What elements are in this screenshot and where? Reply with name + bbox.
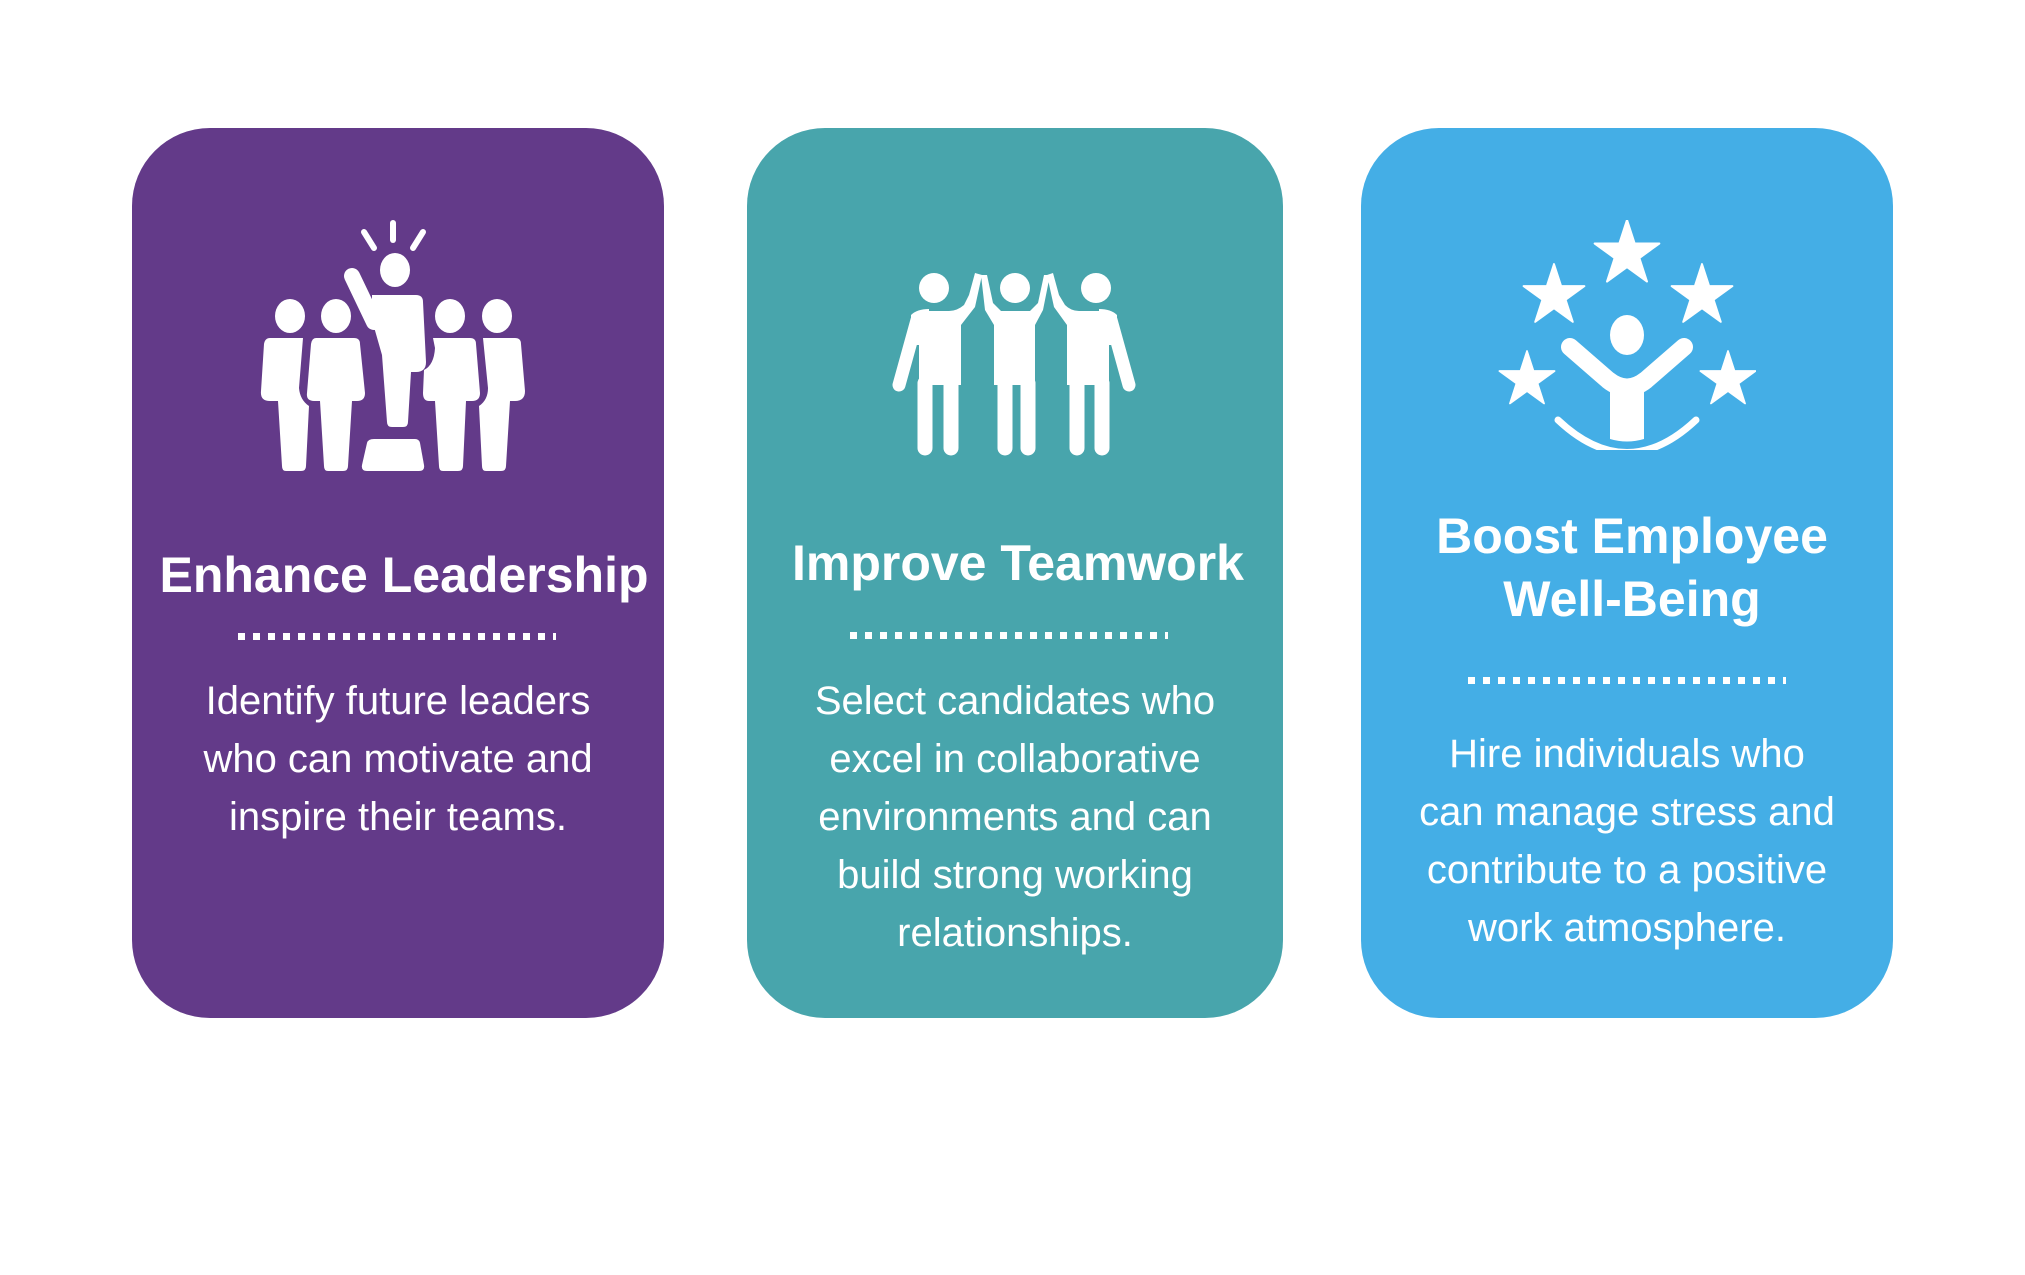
description-line: inspire their teams.	[229, 795, 567, 839]
description-line: work atmosphere.	[1468, 906, 1786, 950]
description-line: contribute to a positive	[1426, 848, 1828, 892]
card-description: Identify future leaders who can motivate…	[132, 672, 664, 846]
card-enhance-leadership: Enhance Leadership Identify future leade…	[132, 128, 664, 1018]
dotted-divider	[1468, 677, 1786, 684]
dotted-divider	[238, 633, 556, 640]
description-line: relationships.	[897, 911, 1133, 955]
person-with-stars-icon	[1498, 220, 1756, 450]
card-description: Hire individuals who can manage stress a…	[1361, 725, 1893, 957]
description-line: who can motivate and	[203, 737, 593, 781]
description-line: build strong working	[837, 853, 1193, 897]
dotted-divider	[850, 632, 1168, 639]
card-title-line: Boost Employee	[1436, 508, 1828, 564]
description-line: Select candidates who	[814, 679, 1216, 723]
card-boost-employee-well-being: Boost Employee Well-Being Hire individua…	[1361, 128, 1893, 1018]
card-title: Improve Teamwork	[747, 533, 1283, 593]
card-title: Enhance Leadership	[132, 545, 664, 605]
card-title-line: Well-Being	[1503, 571, 1761, 627]
description-line: Identify future leaders	[205, 679, 591, 723]
description-line: excel in collaborative	[829, 737, 1201, 781]
description-line: environments and can	[818, 795, 1212, 839]
description-line: can manage stress and	[1419, 790, 1835, 834]
description-line: Hire individuals who	[1449, 732, 1805, 776]
leader-with-group-icon	[260, 220, 525, 471]
card-improve-teamwork: Improve Teamwork Select candidates who e…	[747, 128, 1283, 1018]
team-high-five-icon	[892, 273, 1136, 456]
card-title-line: Enhance Leadership	[159, 547, 649, 603]
card-description: Select candidates who excel in collabora…	[747, 672, 1283, 962]
card-title-line: Improve Teamwork	[791, 535, 1244, 591]
card-title: Boost Employee Well-Being	[1361, 505, 1893, 631]
